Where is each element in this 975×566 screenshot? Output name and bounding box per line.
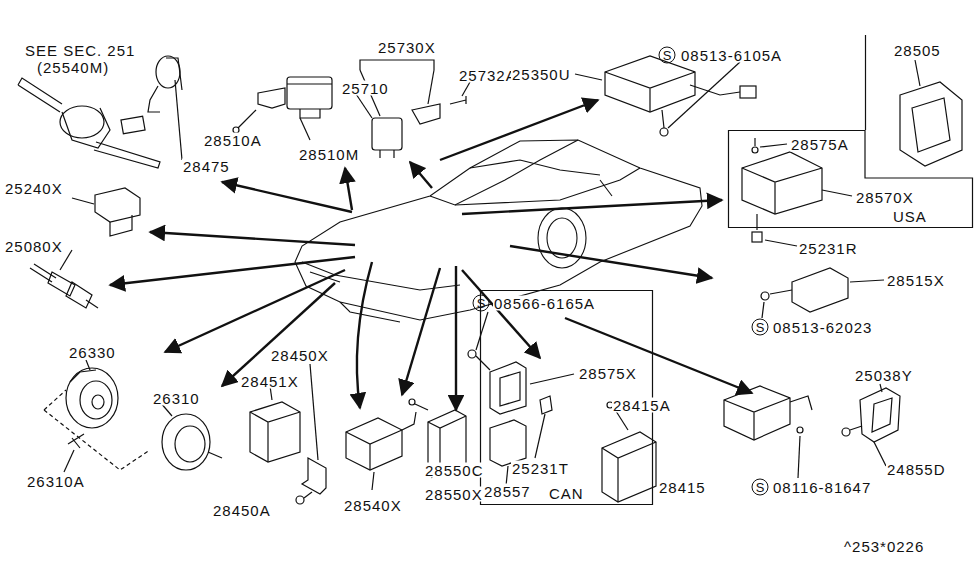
callout-number: 08513-62023 — [772, 320, 873, 335]
callout-number: 25080X — [4, 239, 64, 254]
callout-number: 25231T — [511, 461, 570, 476]
callout-number: 28450X — [270, 348, 330, 363]
screw-symbol-letter: S — [755, 321, 766, 334]
group-label: CAN — [548, 486, 585, 501]
callout-number: 28510A — [203, 133, 263, 148]
callout-number: 28575A — [790, 137, 850, 152]
callout-number: 28515X — [886, 273, 946, 288]
callout-number: 28451X — [240, 374, 300, 389]
callout-number: 28450A — [212, 503, 272, 518]
callout-number: 25038Y — [854, 368, 914, 383]
callout-number: 24855D — [886, 462, 947, 477]
group-label: 28505 — [893, 43, 942, 58]
callout-number: 25240X — [4, 181, 64, 196]
callout-number: 26310A — [26, 474, 86, 489]
callout-number: 25730X — [377, 40, 437, 55]
group-outline — [728, 130, 973, 228]
group-box: 28505 — [865, 35, 975, 130]
group-label: USA — [892, 209, 928, 224]
callout-number: 28415 — [658, 480, 707, 495]
callout-number: 26330 — [68, 345, 117, 360]
callout-number: 08513-6105A — [680, 48, 783, 63]
callout-number: 25231R — [798, 241, 859, 256]
callout-number: SEE SEC. 251 — [24, 43, 136, 58]
callout-number: 28570X — [855, 190, 915, 205]
callout-number: 28510M — [298, 147, 360, 162]
callout-number: 08566-6165A — [493, 296, 596, 311]
screw-symbol-letter: S — [662, 49, 673, 62]
callout-number: 25710 — [341, 81, 390, 96]
callout-number: 28557 — [483, 484, 532, 499]
callout-number: 28475 — [182, 159, 231, 174]
callout-number: (25540M) — [36, 60, 110, 75]
callout-number: 28540X — [343, 498, 403, 513]
callout-number: 08116-81647 — [772, 480, 872, 495]
screw-symbol-letter: S — [755, 481, 766, 494]
screw-symbol-letter: S — [476, 297, 487, 310]
callout-number: 25732A — [458, 68, 518, 83]
callout-number: 28550X — [424, 487, 484, 502]
callout-number: 25350U — [511, 67, 572, 82]
group-box: USA — [728, 130, 973, 228]
callout-number: 28550C — [424, 463, 485, 478]
callout-number: 26310 — [152, 391, 201, 406]
callout-number: ^253*0226 — [843, 539, 925, 554]
callout-number: 28575X — [578, 366, 638, 381]
callout-number: 28415A — [612, 398, 672, 413]
